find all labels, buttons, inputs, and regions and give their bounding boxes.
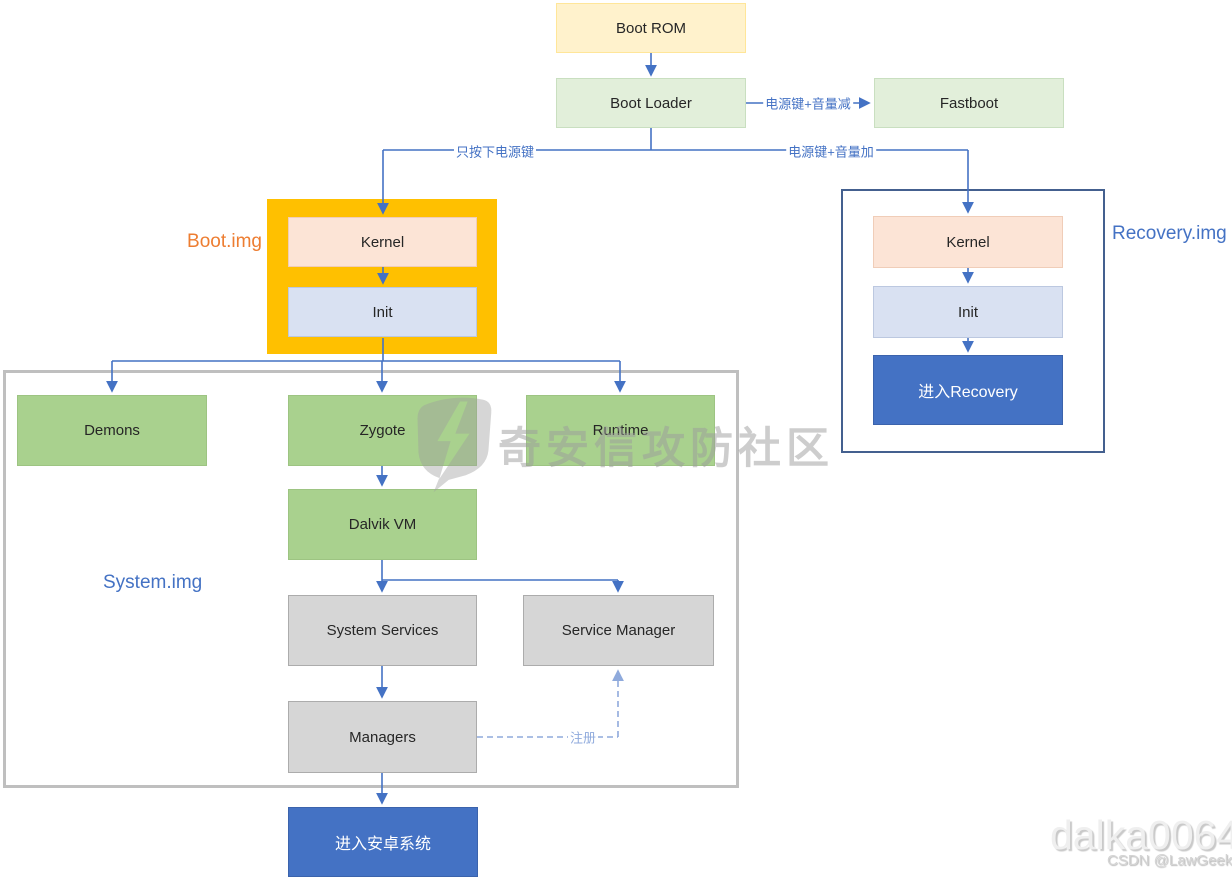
recovery-img-label: Recovery.img: [1112, 223, 1227, 244]
node-boot-kernel: Kernel: [288, 217, 477, 267]
edge-label-power-volume-down: 电源键+音量减: [763, 93, 853, 113]
system-img-label: System.img: [103, 572, 203, 593]
node-system-services: System Services: [288, 595, 477, 666]
node-enter-android: 进入安卓系统: [288, 807, 478, 877]
username-watermark-text: dalka0064: [1050, 812, 1232, 858]
node-service-manager: Service Manager: [523, 595, 714, 666]
node-demons: Demons: [17, 395, 207, 466]
node-boot-init: Init: [288, 287, 477, 337]
edge-label-power-volume-up: 电源键+音量加: [786, 141, 876, 161]
csdn-watermark-text: CSDN @LawGeekr: [1107, 852, 1232, 869]
node-runtime: Runtime: [526, 395, 715, 466]
system-img-group-frame: [3, 370, 739, 788]
node-boot-rom: Boot ROM: [556, 3, 746, 53]
node-enter-recovery: 进入Recovery: [873, 355, 1063, 425]
node-fastboot: Fastboot: [874, 78, 1064, 128]
node-boot-loader: Boot Loader: [556, 78, 746, 128]
edge-label-register: 注册: [567, 727, 599, 747]
node-zygote: Zygote: [288, 395, 477, 466]
node-managers: Managers: [288, 701, 477, 773]
node-recovery-init: Init: [873, 286, 1063, 338]
edge-label-power-only: 只按下电源键: [453, 141, 537, 161]
node-recovery-kernel: Kernel: [873, 216, 1063, 268]
node-dalvik-vm: Dalvik VM: [288, 489, 477, 560]
boot-img-label: Boot.img: [187, 231, 262, 252]
